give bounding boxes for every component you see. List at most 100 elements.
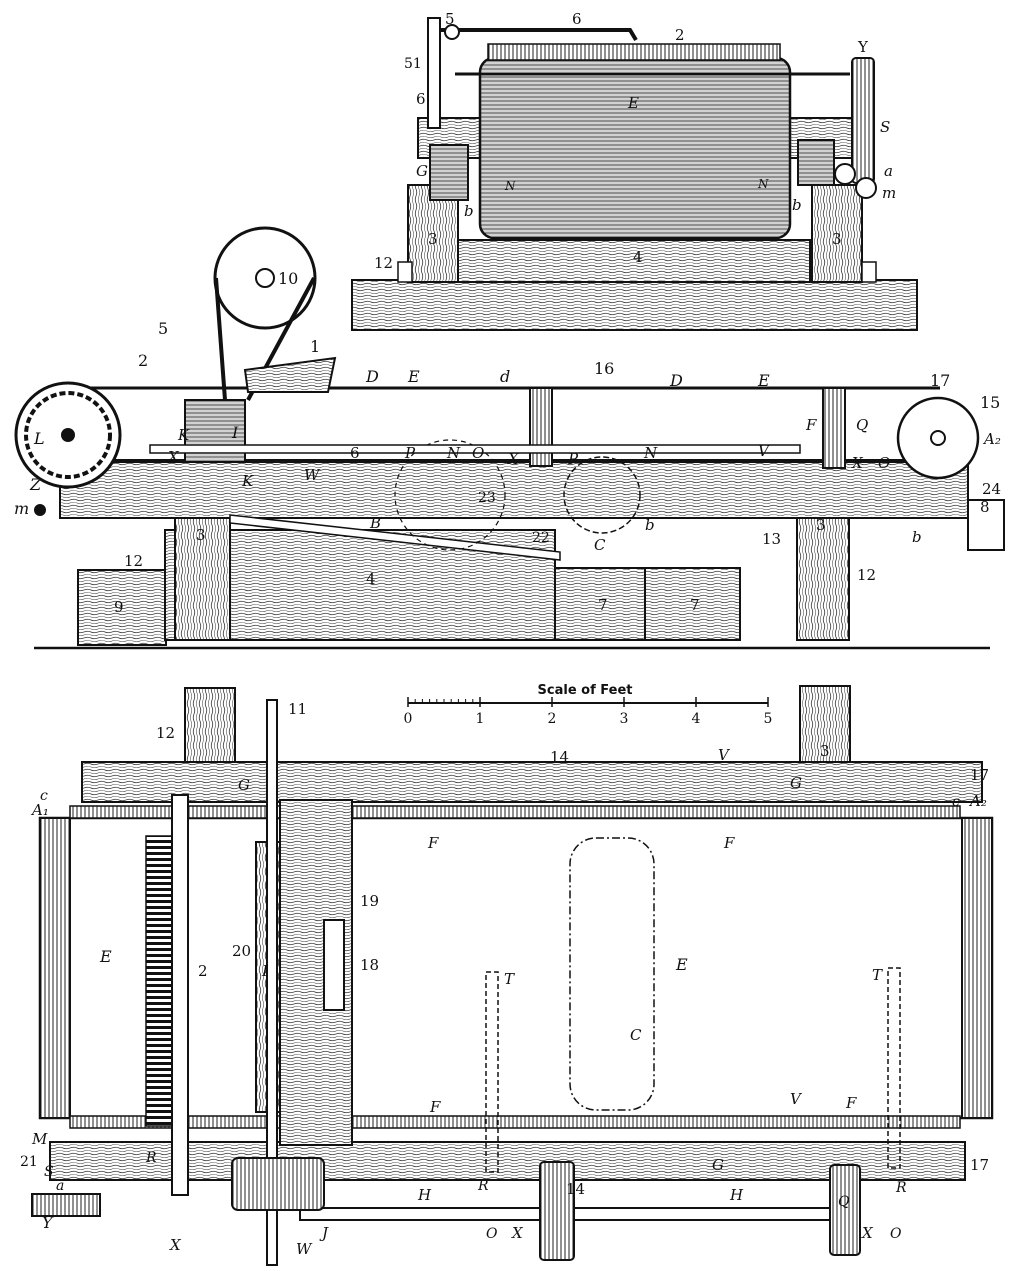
plan-slot-T1 <box>485 971 499 1173</box>
side-label-Q: Q <box>856 416 868 434</box>
plan-pulley-14 <box>539 1161 575 1261</box>
plan-label-W: W <box>296 1240 313 1258</box>
side-chute-B <box>229 514 561 561</box>
side-hopper-1 <box>243 356 337 393</box>
side-label-X3: X <box>851 454 864 472</box>
side-pulley-15-hub <box>930 430 946 446</box>
end-flywheel <box>851 57 875 184</box>
end-handwheel-m <box>855 177 877 199</box>
plan-label-R1: R <box>145 1150 157 1166</box>
plan-label-V2: V <box>790 1090 803 1108</box>
side-label-b1: b <box>645 516 655 534</box>
plan-label-F3: F <box>429 1098 441 1116</box>
scale-tick-label: 2 <box>548 711 557 727</box>
end-foot-left <box>397 261 413 283</box>
scale-title: Scale of Feet <box>538 683 633 698</box>
plan-label-G1: G <box>238 776 250 794</box>
plan-label-J: J <box>319 1224 329 1242</box>
side-wheel-C <box>563 456 641 534</box>
end-label-a: a <box>884 162 893 180</box>
side-label-5: 5 <box>158 319 168 338</box>
plan-label-11: 11 <box>288 700 307 718</box>
side-pulley-10-hub <box>255 268 275 288</box>
end-label-6b: 6 <box>416 90 426 108</box>
plan-belt-right-roll <box>961 817 993 1119</box>
side-label-K2: K <box>241 472 254 490</box>
plan-label-F4: F <box>845 1094 857 1112</box>
side-label-N2: N <box>643 444 658 462</box>
plan-label-2: 2 <box>198 962 208 980</box>
side-main-frame <box>59 461 969 519</box>
end-label-b2: b <box>792 196 802 214</box>
plan-top-beam-G <box>81 761 983 803</box>
plan-post-right <box>799 685 851 763</box>
plan-label-S: S <box>44 1164 54 1180</box>
plan-label-14b: 14 <box>566 1180 585 1198</box>
end-view: 5 6 2 Y 51 6 E S G N N a m b b 3 3 4 12 <box>351 10 918 331</box>
end-label-E: E <box>627 94 639 112</box>
side-label-15: 15 <box>980 393 1000 412</box>
plan-pulley-I <box>231 1157 325 1211</box>
plan-label-R3: R <box>895 1180 907 1196</box>
plan-label-O1: O <box>486 1226 498 1242</box>
plan-label-14a: 14 <box>550 748 569 766</box>
side-label-3b: 3 <box>816 516 826 534</box>
plan-slot-18 <box>323 919 345 1011</box>
side-label-13: 13 <box>762 530 781 548</box>
plan-label-18: 18 <box>360 956 379 974</box>
side-label-Z: Z <box>29 475 42 494</box>
side-handwheel-m <box>34 504 46 516</box>
end-label-N2: N <box>757 177 769 191</box>
side-label-C: C <box>594 536 606 554</box>
side-label-D2: D <box>669 371 683 390</box>
side-clamp-16a <box>529 387 553 467</box>
side-box-7a <box>554 567 646 641</box>
plan-shaft-H <box>299 1207 861 1221</box>
end-label-N1: N <box>504 179 516 193</box>
side-label-K1: K <box>177 426 190 444</box>
scale-tick-label: 5 <box>764 711 773 727</box>
end-label-5: 5 <box>445 10 455 28</box>
scale-tick-label: 1 <box>476 711 485 727</box>
plan-label-M: M <box>31 1130 48 1148</box>
side-pulley-L-inner <box>24 391 112 479</box>
plan-post-left <box>184 687 236 764</box>
end-label-b1: b <box>464 202 474 220</box>
side-label-3a: 3 <box>196 526 206 544</box>
end-left-bearing <box>429 144 469 201</box>
plan-label-F2: F <box>723 834 735 852</box>
scale-tick-label: 4 <box>692 711 701 727</box>
side-post-left <box>174 509 231 641</box>
end-label-6a: 6 <box>572 10 582 28</box>
plan-label-R2: R <box>477 1178 489 1194</box>
side-label-P2: P <box>567 450 579 468</box>
end-gear-a <box>834 163 856 185</box>
side-label-23: 23 <box>478 490 496 506</box>
side-label-8: 8 <box>980 498 990 516</box>
end-left-standard <box>427 17 441 129</box>
plan-label-O2: O <box>890 1226 902 1242</box>
plan-label-H1: H <box>417 1186 432 1204</box>
plan-bottom-beam-G <box>49 1141 966 1181</box>
side-label-9: 9 <box>114 598 124 616</box>
side-label-17: 17 <box>930 371 950 390</box>
plan-label-H2: H <box>729 1186 744 1204</box>
side-label-1: 1 <box>310 337 320 356</box>
side-box-7b <box>644 567 741 641</box>
plan-label-Q: Q <box>838 1194 850 1210</box>
side-label-10: 10 <box>278 269 298 288</box>
side-label-I: I <box>231 423 239 442</box>
side-label-m: m <box>14 499 29 518</box>
side-label-b2: b <box>912 528 922 546</box>
end-post-left <box>407 184 459 283</box>
plan-label-17a: 17 <box>970 766 989 784</box>
end-label-3b: 3 <box>832 230 842 248</box>
end-foot-right <box>861 261 877 283</box>
plan-rail-bottom-F <box>69 1115 961 1129</box>
side-label-16: 16 <box>594 359 614 378</box>
plan-shaft-11 <box>266 699 278 1266</box>
plan-label-X1: X <box>169 1236 182 1254</box>
